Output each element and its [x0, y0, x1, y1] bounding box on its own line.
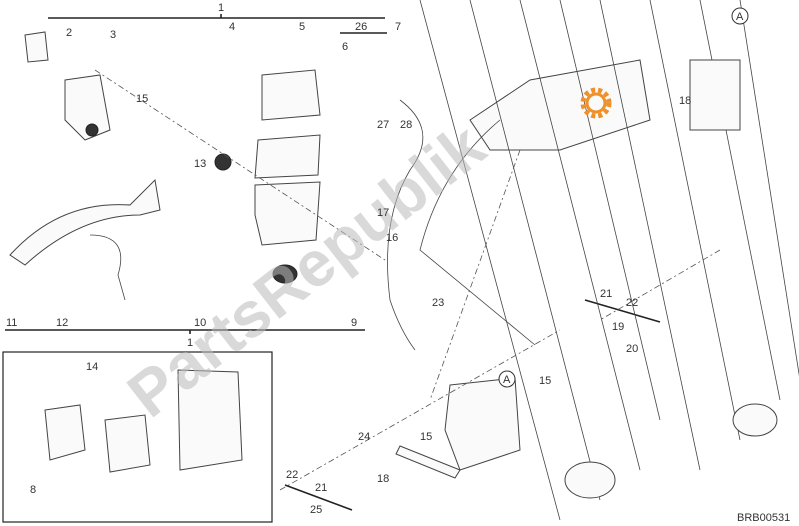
callout: 17	[377, 207, 389, 219]
callout: 6	[342, 41, 348, 53]
ref-circle-a-bottom	[498, 370, 516, 388]
callout: 21	[315, 482, 327, 494]
bracket-25	[284, 484, 353, 511]
callout: 15	[539, 375, 551, 387]
callout: 11	[6, 317, 17, 329]
ref-circle-a-top	[731, 7, 749, 25]
inset-box-pads	[2, 351, 273, 523]
diagram-code: BRB00531	[737, 512, 790, 524]
callout: 28	[400, 119, 412, 131]
callout: 2	[66, 27, 72, 39]
callout: 10	[194, 317, 206, 329]
callout: 14	[86, 361, 98, 373]
brake-hose-and-caliper	[44, 99, 536, 479]
group-bracket-top	[48, 14, 385, 19]
callout: A	[503, 374, 511, 386]
brake-master-cylinder	[214, 69, 321, 284]
callout: A	[736, 11, 744, 23]
callout: 22	[286, 469, 298, 481]
callout: 3	[110, 29, 116, 41]
callout: 20	[626, 343, 638, 355]
callout: 15	[420, 431, 432, 443]
callout: 27	[377, 119, 389, 131]
callout: 8	[30, 484, 36, 496]
brake-lever	[9, 31, 161, 301]
callout: 26	[355, 21, 367, 33]
callout: 16	[386, 232, 398, 244]
callout: 18	[377, 473, 389, 485]
callout: 15	[136, 93, 148, 105]
assembly-lines	[94, 69, 721, 491]
callout: 13	[194, 158, 206, 170]
callout: 12	[56, 317, 68, 329]
callout: 18	[679, 95, 691, 107]
callout: 23	[432, 297, 444, 309]
callout-labels: 1 2 3 4 5 26 7 6 15 13 27 28 17 16 23 18…	[6, 2, 790, 524]
callout: 1	[218, 2, 224, 14]
callout: 1	[187, 337, 193, 349]
callout: 19	[612, 321, 624, 333]
group-bracket-bottom	[5, 329, 365, 334]
callout: 24	[358, 431, 370, 443]
callout: 4	[229, 21, 235, 33]
callout: 22	[626, 297, 638, 309]
callout: 25	[310, 504, 322, 516]
bracket-19	[584, 299, 661, 323]
callout: 5	[299, 21, 305, 33]
fork-assembly	[419, 0, 799, 521]
callout: 9	[351, 317, 357, 329]
gear-icon	[580, 87, 612, 119]
callout: 21	[600, 288, 612, 300]
callout: 7	[395, 21, 401, 33]
